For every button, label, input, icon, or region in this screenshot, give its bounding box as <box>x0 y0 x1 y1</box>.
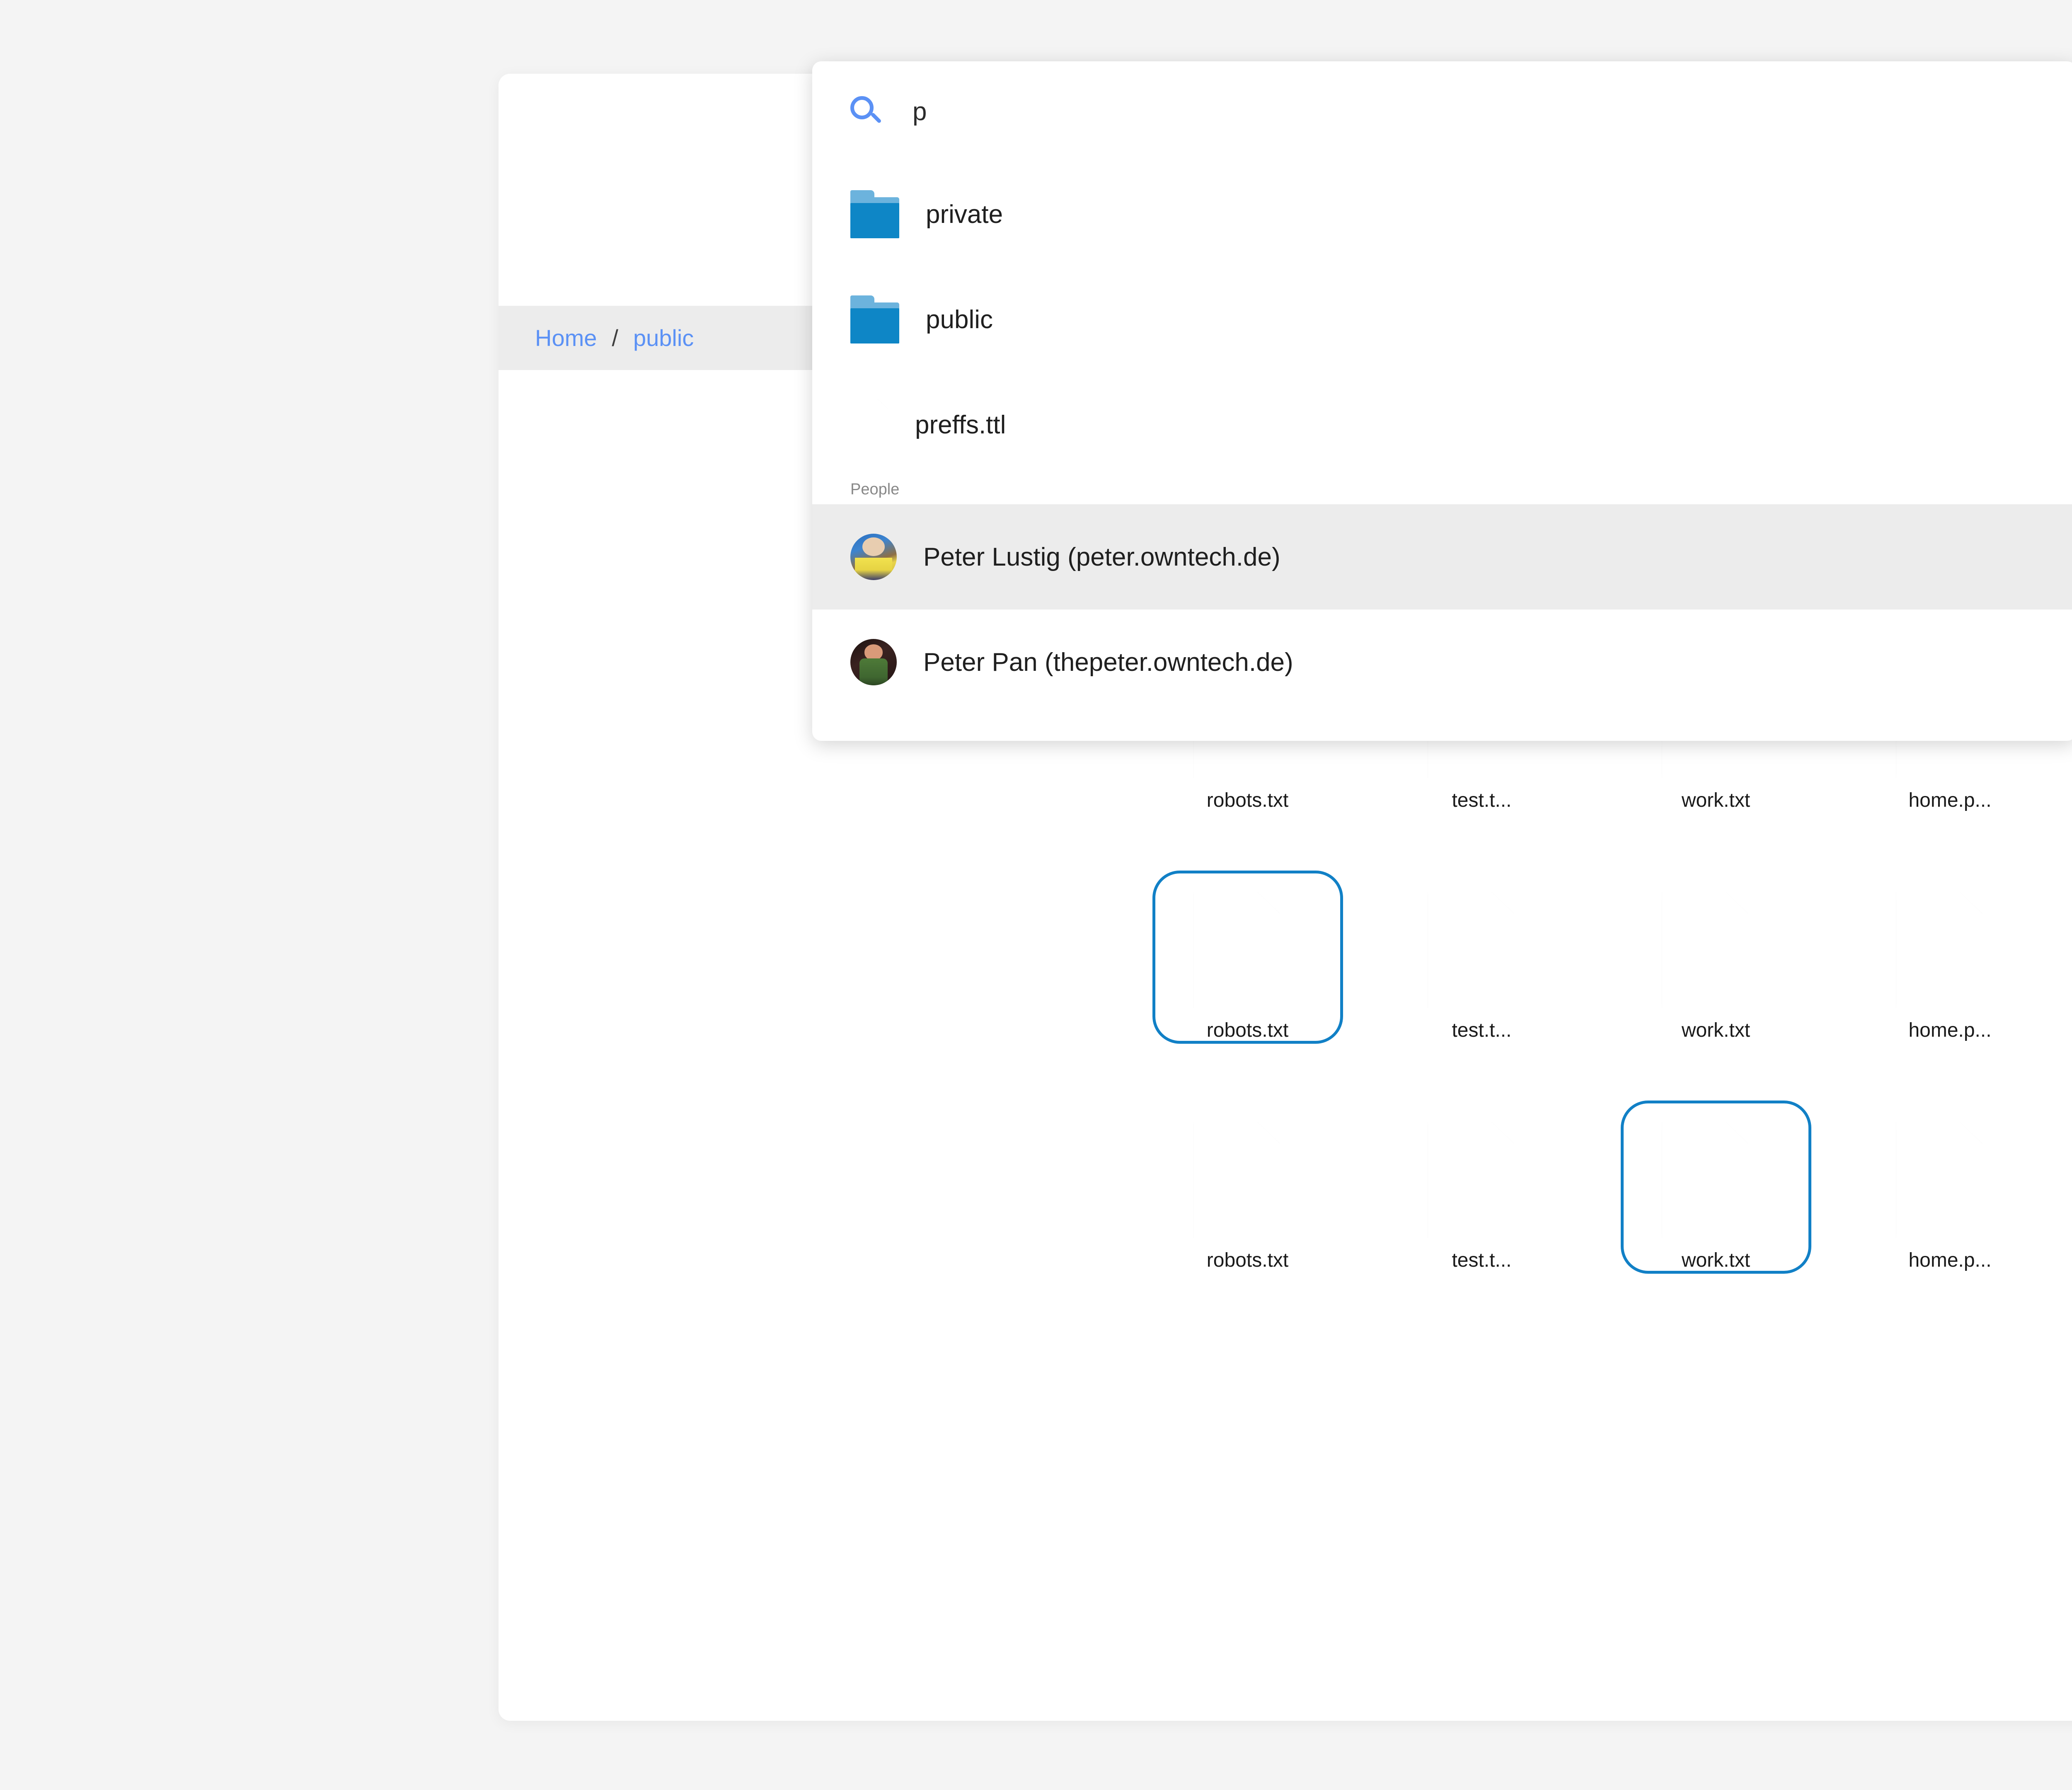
file-icon <box>1896 888 2004 1012</box>
breadcrumb-item-public[interactable]: public <box>633 325 694 351</box>
file-icon <box>850 399 888 450</box>
file-item[interactable]: robots.txt <box>1130 871 1365 1044</box>
file-icon <box>1662 1118 1770 1242</box>
item-label: test.t... <box>1452 1019 1512 1041</box>
search-result-label: private <box>926 200 1003 229</box>
file-item[interactable]: work.txt <box>1599 888 1833 1043</box>
item-label: home.p... <box>1908 789 1992 811</box>
search-result-label: Peter Pan (thepeter.owntech.de) <box>923 648 1293 677</box>
search-input[interactable]: p <box>913 97 927 126</box>
file-icon <box>1662 888 1770 1012</box>
item-label: robots.txt <box>1206 1249 1289 1271</box>
file-icon <box>1428 1118 1536 1242</box>
item-label: work.txt <box>1681 789 1750 811</box>
search-result-item[interactable]: private <box>812 162 2072 267</box>
file-item[interactable]: work.txt <box>1599 1101 1833 1274</box>
search-section-header: People <box>850 481 900 498</box>
file-icon <box>1193 1118 1302 1242</box>
search-result-item[interactable]: Peter Pan (thepeter.owntech.de) <box>812 610 2072 715</box>
file-icon <box>1896 1118 2004 1242</box>
folder-icon <box>850 295 899 343</box>
search-input-row[interactable]: p <box>812 61 2072 162</box>
file-item[interactable]: priv.k... <box>2067 1118 2072 1273</box>
person-avatar <box>850 534 897 580</box>
search-result-item[interactable]: preffs.ttl <box>812 372 2072 477</box>
folder-icon <box>850 190 899 238</box>
file-item[interactable]: priv.k... <box>2067 888 2072 1043</box>
item-label: home.p... <box>1908 1019 1992 1041</box>
item-label: robots.txt <box>1206 789 1289 811</box>
search-result-item[interactable]: public <box>812 267 2072 372</box>
item-label: test.t... <box>1452 789 1512 811</box>
file-icon <box>1193 888 1302 1012</box>
breadcrumb-item-home[interactable]: Home <box>535 325 597 351</box>
item-label: work.txt <box>1670 1251 1761 1270</box>
item-label: test.t... <box>1452 1249 1512 1271</box>
file-item[interactable]: home.p... <box>1833 888 2067 1043</box>
item-label: work.txt <box>1681 1019 1750 1041</box>
search-result-label: preffs.ttl <box>915 410 1006 439</box>
file-item[interactable]: test.t... <box>1365 888 1599 1043</box>
file-icon <box>1428 888 1536 1012</box>
file-item[interactable]: robots.txt <box>1130 1118 1365 1273</box>
item-label: robots.txt <box>1196 1021 1300 1040</box>
breadcrumb-separator: / <box>612 325 618 351</box>
person-avatar <box>850 639 897 685</box>
search-icon <box>850 96 882 127</box>
search-result-item[interactable]: Peter Lustig (peter.owntech.de) <box>812 504 2072 610</box>
item-label: home.p... <box>1908 1249 1992 1271</box>
search-result-label: Peter Lustig (peter.owntech.de) <box>923 542 1280 571</box>
search-result-label: public <box>926 305 993 334</box>
file-item[interactable]: test.t... <box>1365 1118 1599 1273</box>
file-item[interactable]: home.p... <box>1833 1118 2067 1273</box>
